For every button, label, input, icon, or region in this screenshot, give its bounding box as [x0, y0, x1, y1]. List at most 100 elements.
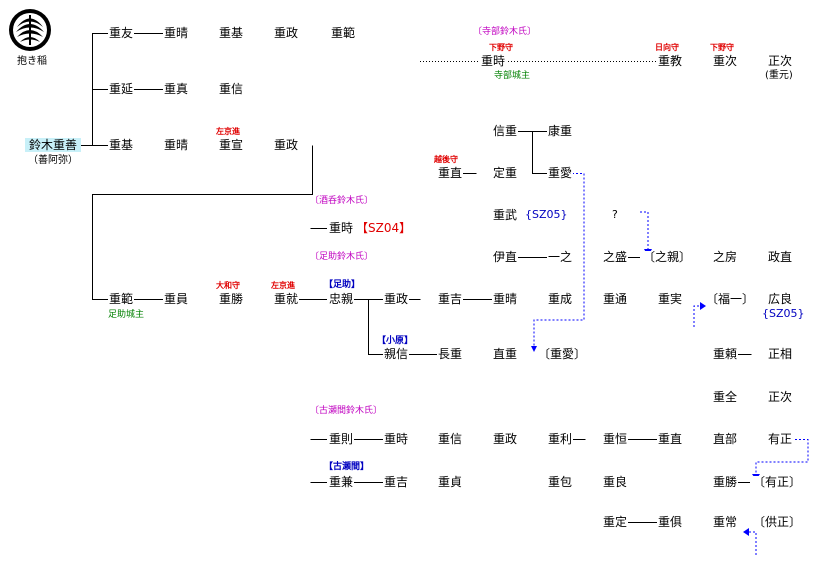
line-nobu-shigechika: [532, 131, 547, 174]
person-shigetomo: 重友: [108, 26, 135, 40]
person-hiroyoshi: 広良: [767, 292, 794, 306]
person-terabe-shigetoki: 重時: [480, 54, 507, 68]
title-hyuga: 日向守: [655, 43, 679, 52]
person-shigetake: 重武: [492, 208, 519, 222]
person-shigenao-k: 重直: [657, 432, 684, 446]
person-shigenobu-b: 重信: [218, 82, 245, 96]
person-terabe-shigetsugu: 重次: [712, 54, 739, 68]
person-chikanobu: 親信: [383, 347, 410, 361]
person-shigechika: 重愛: [547, 166, 574, 180]
clan-label-terabe: 〔寺部鈴木氏〕: [473, 27, 537, 37]
ref-arrowhead-tomomasa: [743, 528, 749, 536]
clan-label-asuke: 〔足助鈴木氏〕: [310, 252, 374, 262]
person-sadashige: 定重: [492, 166, 519, 180]
house-label-koseido: 【古瀬間】: [324, 462, 370, 472]
person-yukimori: 之盛: [602, 250, 629, 264]
person-shigenari-b: 重成: [547, 292, 574, 306]
house-label-obara: 【小原】: [377, 336, 414, 346]
title-sakyonoshin-a: 左京進: [216, 127, 240, 136]
person-shigezane-a: 重真: [163, 82, 190, 96]
title-shimotsuke-b: 下野守: [710, 43, 734, 52]
person-shigenori-b: 重俱: [657, 515, 684, 529]
person-shigeyoshi-b: 重良: [602, 475, 629, 489]
person-shigekane-b: 重包: [547, 475, 574, 489]
person-shigenobu-a: 重延: [108, 82, 135, 96]
code-sz05-b: {SZ05}: [762, 307, 805, 320]
person-tadachika: 忠親: [328, 292, 355, 306]
code-sz04: 【SZ04】: [356, 221, 412, 235]
person-shigemasa-k2: 重全: [712, 390, 739, 404]
person-korenao: 伊直: [492, 250, 519, 264]
person-shigenari: 重就: [273, 292, 300, 306]
unknown-person: ?: [612, 208, 618, 221]
ref-tomomasa: 〔供正〕: [752, 515, 803, 529]
person-shigemoto-b: 重基: [108, 138, 135, 152]
ref-yukichika: 〔之親〕: [642, 250, 693, 264]
root-alias: （善阿弥）: [28, 155, 78, 166]
person-shigekazu: 重員: [163, 292, 190, 306]
clan-label-koseido: 〔古瀬間鈴木氏〕: [310, 406, 383, 416]
person-naobe: 直部: [712, 432, 739, 446]
person-shigekatsu-a: 重勝: [218, 292, 245, 306]
person-arimasa: 有正: [767, 432, 794, 446]
person-nagashige: 長重: [437, 347, 464, 361]
ref-arrow-shigechika: [533, 173, 585, 346]
line-third-down: [92, 145, 313, 300]
person-shigemoto-a: 重基: [218, 26, 245, 40]
title-sakyonoshin-b: 左京進: [271, 281, 295, 290]
line-tadachika-obara: [368, 299, 383, 355]
root-ancestor: 鈴木重善: [25, 138, 82, 152]
crest-label: 抱き稲: [17, 56, 47, 67]
person-shigesada-k: 重貞: [437, 475, 464, 489]
person-masasuke: 正相: [767, 347, 794, 361]
ref-arrow-yukichika: [640, 211, 649, 249]
person-shigetoshi: 重利: [547, 432, 574, 446]
ref-arrow-fukuichi: [693, 305, 701, 327]
person-nobushige: 信重: [492, 124, 519, 138]
person-asuke-shigenori: 重範: [108, 292, 135, 306]
person-shigesada-b: 重定: [602, 515, 629, 529]
person-shigemasa-k: 重政: [492, 432, 519, 446]
ref-arrowhead-shigechika: [531, 346, 537, 352]
person-shigemichi: 重通: [602, 292, 629, 306]
person-shigezane: 重実: [657, 292, 684, 306]
dakiine-crest-icon: [9, 9, 51, 51]
person-terabe-masatsugu: 正次: [767, 54, 794, 68]
title-echigo: 越後守: [434, 155, 458, 164]
ref-fukuichi: 〔福一〕: [705, 292, 756, 306]
person-terabe-masatsugu-alt: (重元): [765, 70, 793, 81]
person-masanao: 政直: [767, 250, 794, 264]
person-yukifusa: 之房: [712, 250, 739, 264]
person-masatsugu-k: 正次: [767, 390, 794, 404]
title-shimotsuke-a: 下野守: [489, 43, 513, 52]
castle-note-asuke: 足助城主: [108, 310, 145, 320]
person-naoshige: 直重: [492, 347, 519, 361]
person-shigemasa-a: 重政: [273, 26, 300, 40]
person-shigeyori: 重頼: [712, 347, 739, 361]
castle-note-terabe: 寺部城主: [494, 71, 531, 81]
person-shigeharu-b: 重晴: [163, 138, 190, 152]
person-shigenori-a: 重範: [330, 26, 357, 40]
ref-shigechika: 〔重愛〕: [537, 347, 588, 361]
person-shigetoki-k: 重時: [383, 432, 410, 446]
ref-arrow-tomomasa: [748, 531, 757, 555]
person-asuke-shigenao: 重直: [437, 166, 464, 180]
ref-arimasa: 〔有正〕: [752, 475, 803, 489]
person-shigemasa-b: 重政: [273, 138, 300, 152]
house-label-asuke: 【足助】: [324, 280, 361, 290]
code-sz05-a: {SZ05}: [525, 208, 568, 221]
person-kazuyuki: 一之: [547, 250, 574, 264]
person-shigetsune: 重恒: [602, 432, 629, 446]
ref-arrowhead-fukuichi: [700, 302, 706, 310]
person-shigenori-k: 重則: [328, 432, 355, 446]
person-shigekatsu-k: 重勝: [712, 475, 739, 489]
person-shigetsune-b: 重常: [712, 515, 739, 529]
person-sakakaa-shigetoki: 重時: [328, 221, 355, 235]
person-asuke-shigeharu: 重晴: [492, 292, 519, 306]
person-shigenobu-c: 重宣: [218, 138, 245, 152]
person-shigeyoshi-k: 重吉: [383, 475, 410, 489]
person-shigenobu-k: 重信: [437, 432, 464, 446]
title-yamato: 大和守: [216, 281, 240, 290]
person-shigekane: 重兼: [328, 475, 355, 489]
